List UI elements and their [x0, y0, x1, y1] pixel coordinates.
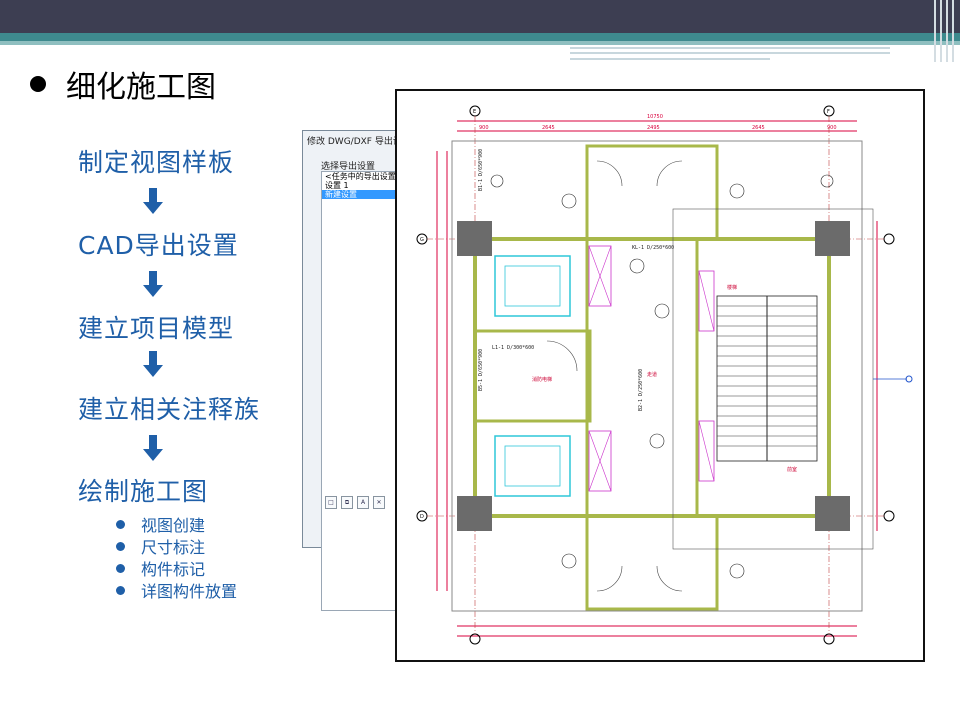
- new-icon[interactable]: □: [325, 496, 337, 509]
- svg-text:2495: 2495: [647, 125, 660, 131]
- settings-list-item[interactable]: 设置 1: [325, 181, 349, 190]
- settings-list-item-selected[interactable]: 新建设置: [322, 190, 398, 199]
- settings-list-item[interactable]: <任务中的导出设置>: [325, 172, 403, 181]
- step-1: 制定视图样板: [78, 148, 235, 177]
- sub-item: 详图构件放置: [116, 578, 237, 602]
- header-stripe: [570, 58, 770, 60]
- svg-text:B5-1 D/650*900: B5-1 D/650*900: [478, 349, 484, 391]
- svg-text:D: D: [420, 514, 424, 520]
- delete-icon[interactable]: ✕: [373, 496, 385, 509]
- svg-text:2645: 2645: [752, 125, 765, 131]
- copy-icon[interactable]: ⧉: [341, 496, 353, 509]
- step-4: 建立相关注释族: [78, 395, 261, 424]
- header-vertical-stripes: [932, 0, 960, 62]
- svg-text:L1-1 D/300*600: L1-1 D/300*600: [492, 345, 534, 351]
- arrow-down-icon: [143, 435, 163, 461]
- bullet-icon: [116, 585, 125, 595]
- rename-icon[interactable]: A: [357, 496, 369, 509]
- svg-text:KL-1 D/250*600: KL-1 D/250*600: [632, 245, 674, 251]
- slide-title: 细化施工图: [30, 62, 216, 106]
- floor-plan-drawing: 10750 900 2645 2495 2645 900 E F G D: [416, 105, 913, 645]
- bullet-icon: [116, 563, 125, 573]
- cad-floor-plan: 10750 900 2645 2495 2645 900 E F G D: [395, 89, 925, 662]
- export-settings-dialog: 修改 DWG/DXF 导出设置 选择导出设置 <任务中的导出设置> 设置 1 新…: [302, 130, 411, 611]
- svg-text:G: G: [420, 237, 424, 243]
- sub-item: 尺寸标注: [116, 534, 205, 558]
- svg-text:900: 900: [479, 125, 489, 131]
- bullet-icon: [116, 541, 125, 551]
- step-3: 建立项目模型: [78, 314, 235, 343]
- svg-text:2645: 2645: [542, 125, 555, 131]
- svg-text:900: 900: [827, 125, 837, 131]
- svg-text:消防电梯: 消防电梯: [532, 376, 552, 383]
- step-2: CAD导出设置: [78, 231, 239, 260]
- svg-text:F: F: [827, 109, 830, 115]
- bullet-icon: [116, 519, 125, 529]
- step-5: 绘制施工图: [78, 477, 209, 506]
- header-accent-band: [0, 33, 960, 41]
- header-bar: [0, 0, 960, 33]
- header-accent-line: [0, 41, 960, 45]
- sub-item: 视图创建: [116, 512, 205, 536]
- header-stripe: [570, 47, 890, 49]
- arrow-down-icon: [143, 188, 163, 214]
- svg-text:E: E: [473, 109, 476, 115]
- svg-text:走道: 走道: [647, 371, 657, 378]
- arrow-down-icon: [143, 351, 163, 377]
- svg-text:B2-1 D/250*600: B2-1 D/250*600: [638, 369, 644, 411]
- svg-text:B1-1 D/650*900: B1-1 D/650*900: [478, 149, 484, 191]
- dim-text: 10750: [647, 114, 663, 120]
- arrow-down-icon: [143, 271, 163, 297]
- settings-list[interactable]: <任务中的导出设置> 设置 1 新建设置: [321, 171, 403, 611]
- svg-text:楼梯: 楼梯: [727, 284, 737, 291]
- slide-title-text: 细化施工图: [66, 70, 216, 105]
- svg-text:前室: 前室: [787, 466, 797, 473]
- dialog-toolbar: □ ⧉ A ✕: [325, 496, 385, 509]
- bullet-icon: [30, 76, 46, 92]
- dialog-group-label: 选择导出设置: [321, 162, 376, 172]
- sub-item: 构件标记: [116, 556, 205, 580]
- header-stripe: [570, 52, 890, 54]
- dialog-title: 修改 DWG/DXF 导出设置: [307, 137, 411, 147]
